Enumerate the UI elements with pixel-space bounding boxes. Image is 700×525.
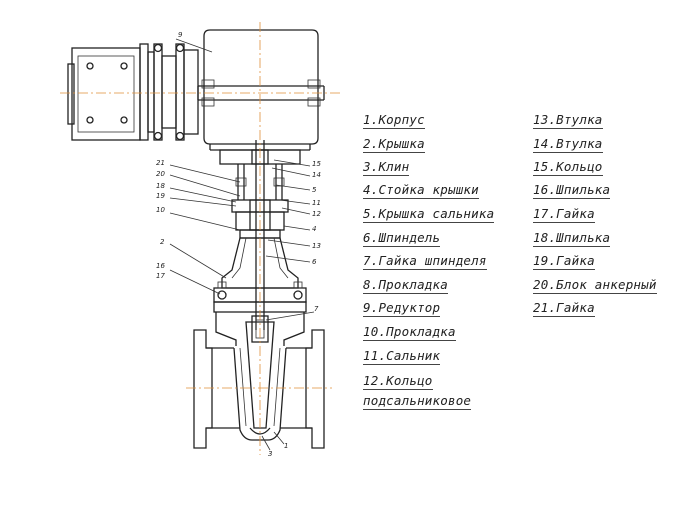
legend-item-7: 7.Гайка шпинделя [363,253,487,270]
callout-14: 14 [312,171,321,179]
callout-4: 4 [312,225,316,233]
legend-item-9: 9.Редуктор [363,300,441,317]
callout-19: 19 [156,192,165,200]
legend-item-19: 19.Гайка [533,253,595,270]
callout-18: 18 [156,182,165,190]
callout-2: 2 [160,238,165,246]
legend-item-12: 12.Кольцо [363,373,433,390]
callout-21: 21 [156,159,165,167]
callout-1: 1 [284,442,288,450]
callout-3: 3 [268,450,272,458]
legend-item-6: 6.Шпиндель [363,230,441,247]
callout-10: 10 [156,206,165,214]
callout-7: 7 [314,305,319,313]
callout-5: 5 [312,186,317,194]
callout-13: 13 [312,242,321,250]
legend-item-1: 1.Корпус [363,112,425,129]
callout-numbers: 9 21 20 18 19 10 2 16 17 15 14 5 11 12 4… [156,31,321,458]
legend-item-12-cont: подсальниковое [363,393,472,410]
legend-item-21: 21.Гайка [533,300,595,317]
gearbox-reducer [60,29,340,151]
callout-16: 16 [156,262,165,270]
legend-item-18: 18.Шпилька [533,230,611,247]
legend-item-8: 8.Прокладка [363,277,448,294]
legend-item-15: 15.Кольцо [533,159,603,176]
legend-item-13: 13.Втулка [533,112,603,129]
callout-6: 6 [312,258,317,266]
legend-item-2: 2.Крышка [363,136,425,153]
callout-17: 17 [156,272,165,280]
legend-item-16: 16.Шпилька [533,182,611,199]
legend-item-20: 20.Блок анкерный [533,277,657,294]
leader-lines [169,38,315,451]
callout-9: 9 [178,31,183,39]
legend-item-4: 4.Стойка крышки [363,182,479,199]
callout-11: 11 [312,199,321,207]
callout-12: 12 [312,210,321,218]
legend-item-14: 14.Втулка [533,136,603,153]
callout-15: 15 [312,160,321,168]
legend-item-3: 3.Клин [363,159,410,176]
legend-item-5: 5.Крышка сальника [363,206,495,223]
legend-item-10: 10.Прокладка [363,324,456,341]
callout-20: 20 [156,170,165,178]
legend-item-11: 11.Сальник [363,348,441,365]
spindle [255,140,265,330]
legend-item-17: 17.Гайка [533,206,595,223]
